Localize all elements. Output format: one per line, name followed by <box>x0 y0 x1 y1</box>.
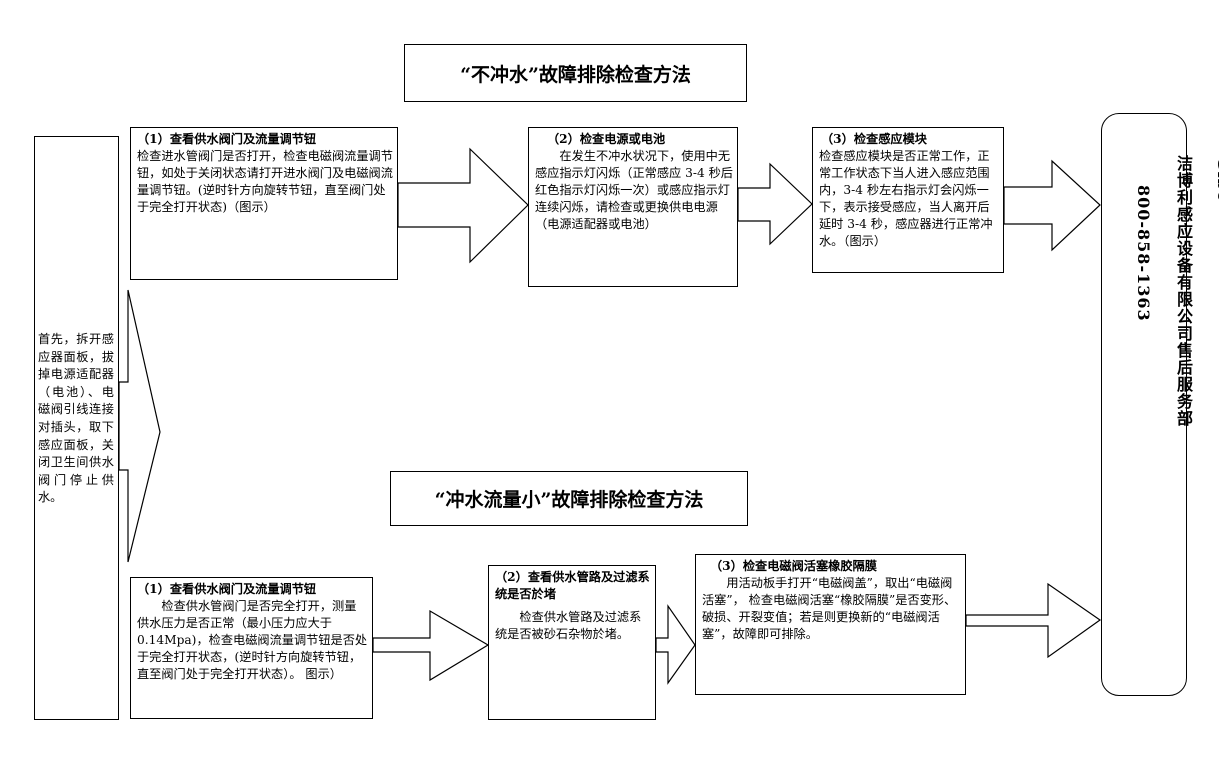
step-bottom-2: （2）查看供水管路及过滤系统是否於堵 检查供水管路及过滤系统是否被砂石杂物於堵。 <box>488 565 656 720</box>
arrow-top-3 <box>1003 159 1101 252</box>
step-bottom-3: （3）检查电磁阀活塞橡胶隔膜 用活动板手打开“电磁阀盖”，取出“电磁阀活塞”， … <box>695 554 966 695</box>
arrow-bottom-1 <box>372 609 490 682</box>
arrow-bottom-2 <box>655 604 696 685</box>
preparation-note: 首先，拆开感应器面板，拔掉电源适配器（电池）、电磁阀引线连接对插头，取下感应面板… <box>38 332 114 505</box>
title-no-flush: “不冲水”故障排除检查方法 <box>404 44 747 102</box>
step-top-2-body: 在发生不冲水状况下，使用中无感应指示灯闪烁（正常感应 3-4 秒后红色指示灯闪烁… <box>535 149 733 231</box>
split-arrow <box>118 289 161 563</box>
step-top-2-heading: （2）检查电源或电池 <box>547 132 666 146</box>
company-panel: Gibo 洁博利感应设备有限公司售后服务部 800-858-1363 <box>1101 113 1219 696</box>
company-text: Gibo 洁博利感应设备有限公司售后服务部 800-858-1363 <box>1123 155 1219 427</box>
company-name: 洁博利感应设备有限公司售后服务部 <box>1174 155 1193 427</box>
arrow-bottom-3 <box>965 582 1102 659</box>
step-top-3-heading: （3）检查感应模块 <box>821 132 927 146</box>
company-name-latin: Gibo <box>1214 157 1219 203</box>
preparation-note-box: 首先，拆开感应器面板，拔掉电源适配器（电池）、电磁阀引线连接对插头，取下感应面板… <box>34 136 119 720</box>
step-top-2: （2）检查电源或电池 在发生不冲水状况下，使用中无感应指示灯闪烁（正常感应 3-… <box>528 127 738 287</box>
step-top-1-heading: （1）查看供水阀门及流量调节钮 <box>137 132 317 146</box>
arrow-top-2 <box>737 162 813 246</box>
step-top-1: （1）查看供水阀门及流量调节钮 检查进水管阀门是否打开，检查电磁阀流量调节钮，如… <box>130 127 398 280</box>
step-bottom-1: （1）查看供水阀门及流量调节钮 检查供水管阀门是否完全打开，测量供水压力是否正常… <box>130 577 373 719</box>
arrow-top-1 <box>397 147 529 264</box>
step-bottom-3-body: 用活动板手打开“电磁阀盖”，取出“电磁阀活塞”， 检查电磁阀活塞“橡胶隔膜”是否… <box>702 576 957 641</box>
step-top-3: （3）检查感应模块 检查感应模块是否正常工作，正常工作状态下当人进入感应范围内，… <box>812 127 1004 273</box>
step-bottom-2-body: 检查供水管路及过滤系统是否被砂石杂物於堵。 <box>495 610 642 641</box>
step-bottom-3-heading: （3）检查电磁阀活塞橡胶隔膜 <box>710 559 877 573</box>
step-top-1-body: 检查进水管阀门是否打开，检查电磁阀流量调节钮，如处于关闭状态请打开进水阀门及电磁… <box>137 149 393 214</box>
hotline: 800-858-1363 <box>1134 185 1153 322</box>
title-low-flow: “冲水流量小”故障排除检查方法 <box>390 471 748 526</box>
step-bottom-1-heading: （1）查看供水阀门及流量调节钮 <box>137 582 317 596</box>
step-bottom-2-heading: （2）查看供水管路及过滤系统是否於堵 <box>495 570 650 601</box>
step-top-3-body: 检查感应模块是否正常工作，正常工作状态下当人进入感应范围内，3-4 秒左右指示灯… <box>819 149 993 248</box>
step-bottom-1-body: 检查供水管阀门是否完全打开，测量供水压力是否正常（最小压力应大于 0.14Mpa… <box>137 599 368 681</box>
